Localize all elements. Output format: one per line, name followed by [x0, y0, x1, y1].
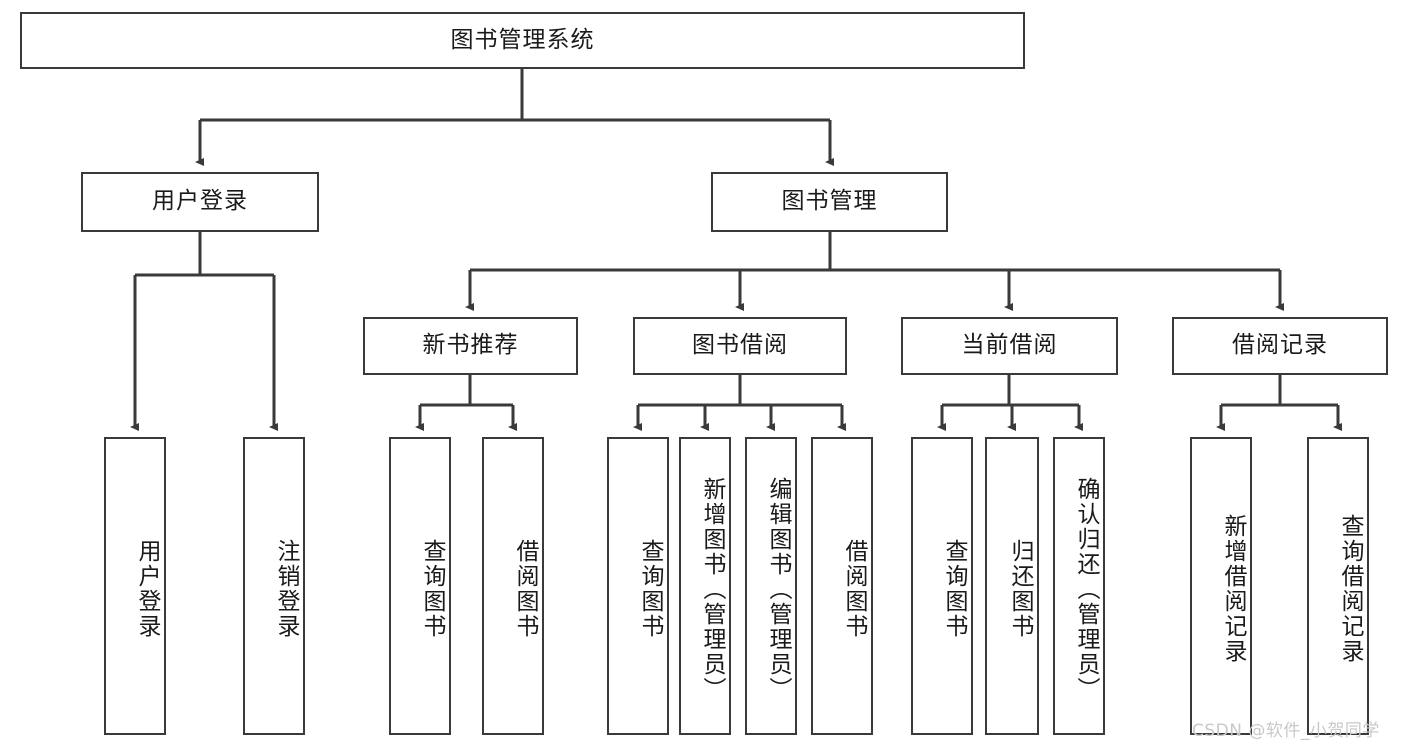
node-current-borrow[interactable]: 当前借阅 [901, 317, 1118, 375]
node-leaf-query-book-3-label: 查询图书 [941, 539, 967, 639]
node-leaf-user-logout[interactable]: 注销登录 [243, 437, 305, 735]
node-leaf-query-book-1-label: 查询图书 [419, 539, 445, 639]
connector-group-book-manage [465, 232, 1284, 311]
node-leaf-query-book-1[interactable]: 查询图书 [389, 437, 451, 735]
node-leaf-user-logout-label: 注销登录 [273, 539, 299, 639]
node-leaf-edit-book[interactable]: 编辑图书（管理员） [745, 437, 797, 735]
node-borrow-record-label: 借阅记录 [1232, 332, 1328, 359]
connector-group-book-borrow [633, 375, 846, 431]
connector-group-borrow-record [1216, 375, 1342, 431]
node-root[interactable]: 图书管理系统 [20, 12, 1025, 69]
node-root-label: 图书管理系统 [450, 26, 595, 53]
node-leaf-add-record-label: 新增借阅记录 [1220, 514, 1246, 664]
connector-group-root [195, 69, 834, 166]
node-leaf-query-book-3[interactable]: 查询图书 [911, 437, 973, 735]
node-leaf-add-book[interactable]: 新增图书（管理员） [679, 437, 731, 735]
node-leaf-query-record[interactable]: 查询借阅记录 [1307, 437, 1369, 735]
node-leaf-borrow-book-2[interactable]: 借阅图书 [811, 437, 873, 735]
csdn-watermark: CSDN @软件_小贺同学 [1192, 721, 1380, 741]
node-leaf-add-record[interactable]: 新增借阅记录 [1190, 437, 1252, 735]
node-leaf-query-record-label: 查询借阅记录 [1337, 514, 1363, 664]
node-leaf-user-login[interactable]: 用户登录 [104, 437, 166, 735]
node-leaf-return-book-label: 归还图书 [1007, 539, 1033, 639]
node-user-login-label: 用户登录 [152, 188, 248, 215]
connector-group-user-login [130, 232, 278, 431]
node-borrow-record[interactable]: 借阅记录 [1172, 317, 1388, 375]
node-new-book-recommend-label: 新书推荐 [422, 332, 519, 359]
node-current-borrow-label: 当前借阅 [961, 332, 1058, 359]
node-book-borrow-label: 图书借阅 [692, 332, 788, 359]
node-user-login[interactable]: 用户登录 [81, 172, 319, 232]
node-leaf-borrow-book-1-label: 借阅图书 [512, 539, 538, 639]
connector-group-current-borrow [937, 375, 1083, 431]
node-new-book-recommend[interactable]: 新书推荐 [363, 317, 578, 375]
node-leaf-query-book-2-label: 查询图书 [637, 539, 663, 639]
node-leaf-user-login-label: 用户登录 [134, 539, 160, 639]
connector-group-new-book-recommend [415, 375, 517, 431]
node-leaf-confirm-return-label: 确认归还（管理员） [1073, 476, 1099, 702]
node-leaf-borrow-book-2-label: 借阅图书 [841, 539, 867, 639]
node-book-manage-label: 图书管理 [781, 188, 878, 215]
node-book-borrow[interactable]: 图书借阅 [633, 317, 847, 375]
node-leaf-borrow-book-1[interactable]: 借阅图书 [482, 437, 544, 735]
node-leaf-edit-book-label: 编辑图书（管理员） [765, 476, 791, 702]
node-leaf-confirm-return[interactable]: 确认归还（管理员） [1053, 437, 1105, 735]
node-leaf-add-book-label: 新增图书（管理员） [699, 476, 725, 702]
node-leaf-query-book-2[interactable]: 查询图书 [607, 437, 669, 735]
node-book-manage[interactable]: 图书管理 [711, 172, 948, 232]
node-leaf-return-book[interactable]: 归还图书 [985, 437, 1039, 735]
